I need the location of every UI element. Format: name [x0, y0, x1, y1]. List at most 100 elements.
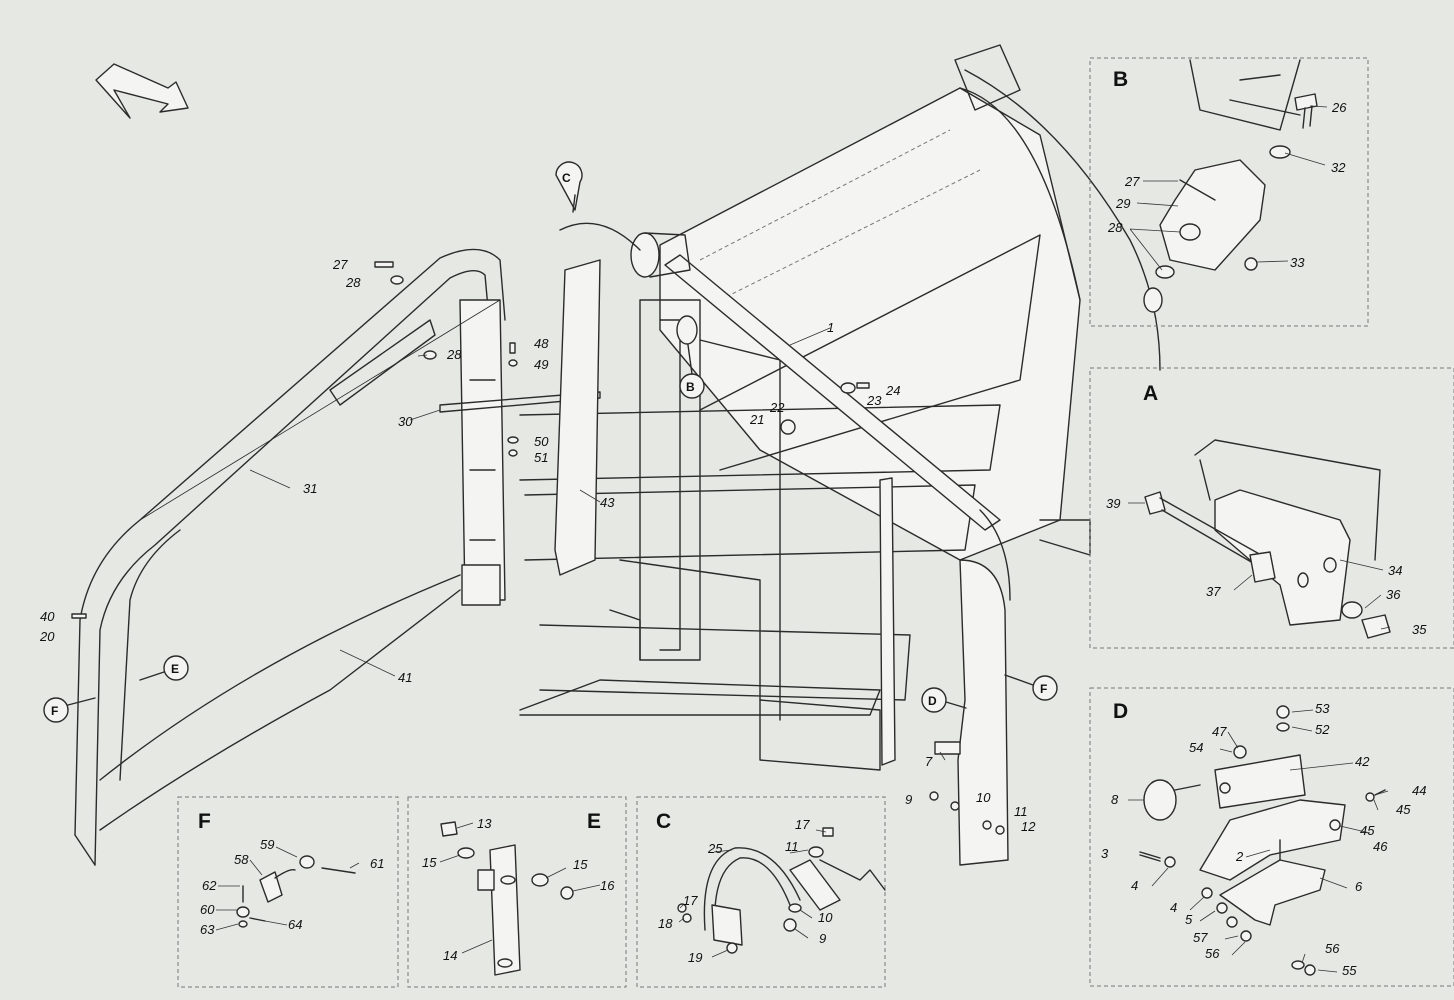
- label-31: 31: [303, 481, 317, 496]
- svg-text:44: 44: [1412, 783, 1426, 798]
- label-43: 43: [600, 495, 615, 510]
- svg-text:53: 53: [1315, 701, 1330, 716]
- svg-text:42: 42: [1355, 754, 1370, 769]
- label-23: 23: [866, 393, 882, 408]
- svg-text:C: C: [562, 171, 571, 185]
- svg-text:14: 14: [443, 948, 457, 963]
- svg-text:D: D: [1113, 700, 1128, 723]
- detail-D: D 2 3 4 4 5 6 8 42 44 45 45 46 47: [1089, 687, 1454, 987]
- svg-text:5: 5: [1185, 912, 1193, 927]
- label-7: 7: [925, 754, 933, 769]
- label-28b: 28: [446, 347, 462, 362]
- callout-C: C: [555, 161, 583, 213]
- main-assembly: [519, 44, 1161, 866]
- svg-text:8: 8: [1111, 792, 1119, 807]
- svg-text:33: 33: [1290, 255, 1305, 270]
- label-27: 27: [332, 257, 348, 272]
- svg-text:63: 63: [200, 922, 215, 937]
- svg-text:B: B: [1113, 68, 1128, 91]
- main-part-labels: 1 7 9 10 11 12 20 21 22 23 24 27 28 28 3…: [39, 257, 1036, 834]
- svg-text:56: 56: [1325, 941, 1340, 956]
- svg-text:E: E: [587, 810, 601, 833]
- svg-text:E: E: [171, 662, 179, 676]
- svg-text:45: 45: [1396, 802, 1411, 817]
- detail-C: C 17 9 10 11 17 18 19 25: [636, 796, 886, 988]
- label-30: 30: [398, 414, 413, 429]
- svg-text:47: 47: [1212, 724, 1227, 739]
- label-11: 11: [1014, 804, 1028, 819]
- svg-text:46: 46: [1373, 839, 1388, 854]
- svg-text:B: B: [686, 380, 695, 394]
- callout-E: E: [139, 655, 189, 681]
- svg-text:29: 29: [1115, 196, 1130, 211]
- svg-text:34: 34: [1388, 563, 1402, 578]
- svg-text:15: 15: [422, 855, 437, 870]
- svg-text:15: 15: [573, 857, 588, 872]
- svg-text:4: 4: [1131, 878, 1138, 893]
- label-48: 48: [534, 336, 549, 351]
- label-50: 50: [534, 434, 549, 449]
- label-49: 49: [534, 357, 548, 372]
- svg-text:64: 64: [288, 917, 302, 932]
- svg-text:28: 28: [1107, 220, 1123, 235]
- svg-text:13: 13: [477, 816, 492, 831]
- main-leaders: [249, 327, 946, 761]
- svg-text:57: 57: [1193, 930, 1208, 945]
- detail-B: B 26 27 28 29 32 33: [1089, 57, 1369, 327]
- svg-text:16: 16: [600, 878, 615, 893]
- svg-text:39: 39: [1106, 496, 1120, 511]
- svg-text:37: 37: [1206, 584, 1221, 599]
- svg-text:F: F: [198, 810, 211, 833]
- label-12: 12: [1021, 819, 1036, 834]
- svg-text:D: D: [928, 694, 937, 708]
- plate-43: [554, 259, 601, 576]
- svg-text:27: 27: [1124, 174, 1140, 189]
- svg-text:17: 17: [795, 817, 810, 832]
- svg-text:36: 36: [1386, 587, 1401, 602]
- svg-text:58: 58: [234, 852, 249, 867]
- label-1: 1: [827, 320, 834, 335]
- label-40: 40: [40, 609, 55, 624]
- svg-text:62: 62: [202, 878, 217, 893]
- label-9: 9: [905, 792, 912, 807]
- svg-text:18: 18: [658, 916, 673, 931]
- label-21: 21: [749, 412, 764, 427]
- svg-text:10: 10: [818, 910, 833, 925]
- svg-text:54: 54: [1189, 740, 1203, 755]
- svg-text:F: F: [51, 704, 58, 718]
- svg-text:26: 26: [1331, 100, 1347, 115]
- label-41: 41: [398, 670, 412, 685]
- svg-text:56: 56: [1205, 946, 1220, 961]
- hose-c: [559, 222, 641, 251]
- svg-text:45: 45: [1360, 823, 1375, 838]
- svg-text:17: 17: [683, 893, 698, 908]
- svg-text:32: 32: [1331, 160, 1346, 175]
- detail-E: E 13 14 15 15 16: [407, 796, 627, 988]
- svg-text:60: 60: [200, 902, 215, 917]
- svg-text:9: 9: [819, 931, 826, 946]
- svg-text:59: 59: [260, 837, 274, 852]
- label-22: 22: [769, 400, 785, 415]
- svg-text:6: 6: [1355, 879, 1363, 894]
- svg-text:19: 19: [688, 950, 702, 965]
- svg-text:61: 61: [370, 856, 384, 871]
- svg-text:52: 52: [1315, 722, 1330, 737]
- fasteners: [71, 261, 1005, 835]
- callout-F-left: F: [43, 697, 96, 723]
- detail-A: A 34 35 36 37 39: [1089, 367, 1454, 649]
- label-51: 51: [534, 450, 548, 465]
- svg-text:11: 11: [785, 839, 799, 854]
- svg-text:F: F: [1040, 682, 1047, 696]
- svg-text:25: 25: [707, 841, 723, 856]
- svg-text:4: 4: [1170, 900, 1177, 915]
- bar-30: [439, 391, 601, 413]
- label-10: 10: [976, 790, 991, 805]
- direction-arrow-icon: [95, 63, 189, 119]
- detail-F: F 58 59 60 61 62 63 64: [177, 796, 399, 988]
- svg-text:C: C: [656, 810, 671, 833]
- svg-text:35: 35: [1412, 622, 1427, 637]
- callout-D: D: [921, 687, 967, 713]
- svg-text:A: A: [1143, 382, 1158, 405]
